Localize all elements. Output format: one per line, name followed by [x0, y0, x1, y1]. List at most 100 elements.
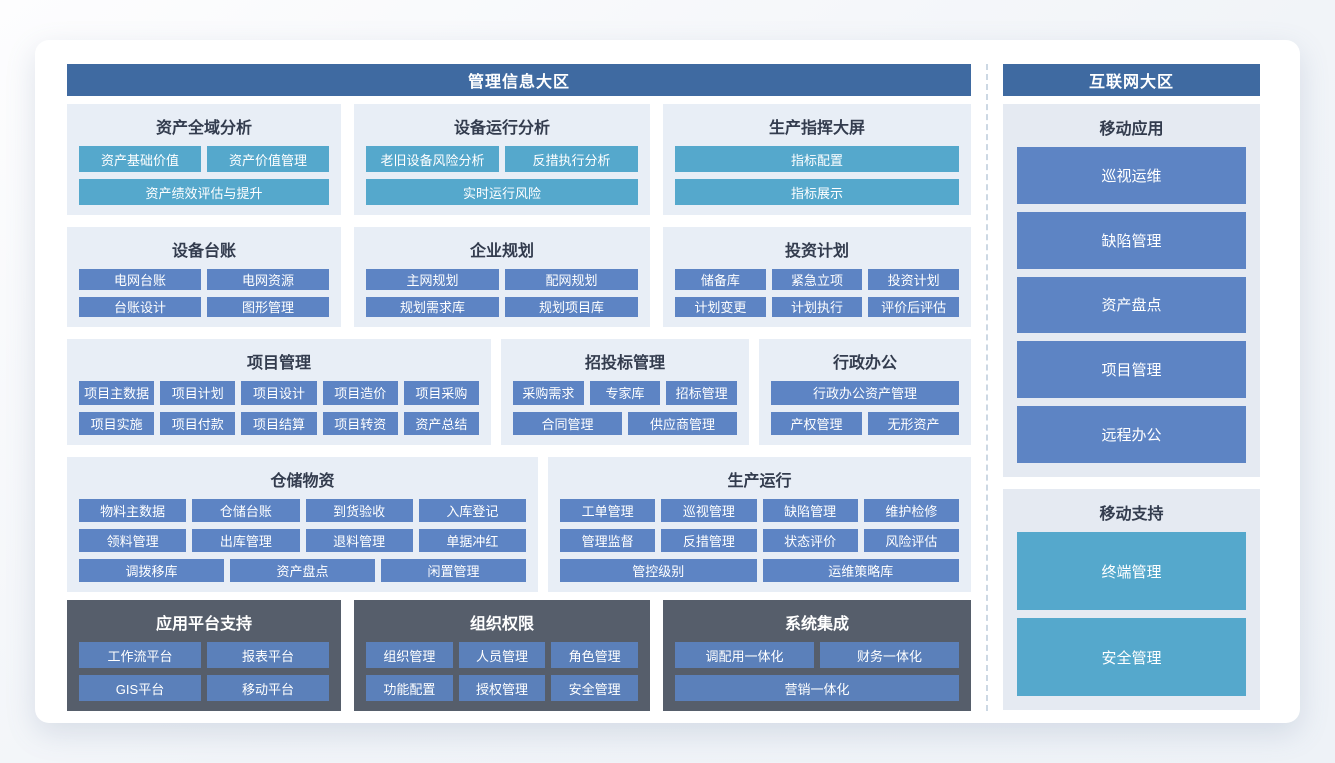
module-button: 项目计划 — [160, 381, 236, 405]
module-button: 安全管理 — [551, 675, 639, 701]
group-mobile-apps: 移动应用 巡视运维 缺陷管理 资产盘点 项目管理 远程办公 — [1003, 104, 1260, 477]
group-title: 项目管理 — [246, 355, 311, 372]
zone-header-management: 管理信息大区 — [67, 64, 971, 96]
module-button: 财务一体化 — [820, 642, 959, 668]
module-button: 项目结算 — [241, 411, 317, 435]
module-button: 项目实施 — [79, 411, 155, 435]
module-button: 反措管理 — [661, 529, 757, 552]
module-button: 指标展示 — [675, 179, 959, 205]
row-analysis: 资产全域分析 资产基础价值 资产价值管理 资产绩效评估与提升 设备运行分析 老旧… — [67, 104, 971, 215]
module-button: 巡视运维 — [1017, 147, 1246, 204]
module-button: 出库管理 — [192, 529, 300, 552]
group-production-operation: 生产运行 工单管理 巡视管理 缺陷管理 维护检修 管理监督 反措管理 状态评价 … — [548, 457, 971, 592]
module-button: 资产盘点 — [230, 559, 375, 582]
module-button: 授权管理 — [458, 675, 546, 701]
group-investment-plan: 投资计划 储备库 紧急立项 投资计划 计划变更 计划执行 评价后评估 — [663, 227, 971, 327]
module-button: 缺陷管理 — [1017, 211, 1246, 269]
button-grid: 储备库 紧急立项 投资计划 计划变更 计划执行 评价后评估 — [675, 269, 960, 317]
group-title: 投资计划 — [784, 243, 849, 260]
module-button: 退料管理 — [305, 529, 413, 552]
group-title: 系统集成 — [784, 616, 849, 633]
module-button: 项目主数据 — [79, 381, 155, 405]
module-button: 远程办公 — [1017, 406, 1246, 463]
zone-management: 管理信息大区 资产全域分析 资产基础价值 资产价值管理 资产绩效评估与提升 设备… — [67, 64, 971, 711]
module-button: 投资计划 — [868, 269, 960, 290]
module-button: 功能配置 — [366, 675, 453, 701]
module-button: 领料管理 — [79, 529, 187, 552]
module-button: 招标管理 — [666, 381, 738, 405]
group-platform-support: 应用平台支持 工作流平台 报表平台 GIS平台 移动平台 — [67, 600, 341, 711]
row-project-bidding: 项目管理 项目主数据 项目计划 项目设计 项目造价 项目采购 项目实施 项目付款… — [67, 339, 971, 445]
module-button: 电网台账 — [79, 269, 201, 290]
module-button: 项目采购 — [403, 381, 480, 405]
button-grid: 项目主数据 项目计划 项目设计 项目造价 项目采购 项目实施 项目付款 项目结算… — [79, 381, 480, 435]
module-button: 图形管理 — [207, 296, 329, 317]
group-production-dashboard: 生产指挥大屏 指标配置 指标展示 — [663, 104, 971, 215]
row-warehouse-production: 仓储物资 物料主数据 仓储台账 到货验收 入库登记 领料管理 出库管理 退料管理… — [67, 457, 971, 592]
module-button: 规划需求库 — [366, 296, 499, 317]
module-button: 计划变更 — [675, 296, 766, 317]
module-button: 主网规划 — [366, 269, 499, 290]
group-title: 招投标管理 — [584, 355, 665, 372]
module-button: 配网规划 — [505, 269, 638, 290]
module-button: 管理监督 — [560, 529, 656, 552]
zone-header-internet: 互联网大区 — [1003, 64, 1260, 96]
module-button: 单据冲红 — [418, 529, 526, 552]
module-button: 规划项目库 — [505, 296, 638, 317]
module-button: 运维策略库 — [762, 559, 959, 582]
module-button: 管控级别 — [560, 559, 757, 582]
group-project-management: 项目管理 项目主数据 项目计划 项目设计 项目造价 项目采购 项目实施 项目付款… — [67, 339, 491, 445]
button-grid: 组织管理 人员管理 角色管理 功能配置 授权管理 安全管理 — [366, 642, 639, 701]
module-button: 项目转资 — [322, 411, 398, 435]
module-button: 供应商管理 — [628, 411, 737, 435]
module-button: 终端管理 — [1017, 532, 1246, 610]
module-button: 电网资源 — [207, 269, 329, 290]
button-grid: 调配用一体化 财务一体化 营销一体化 — [675, 642, 959, 701]
zone-divider — [986, 64, 988, 711]
module-button: 评价后评估 — [868, 296, 960, 317]
module-button: 角色管理 — [551, 642, 639, 668]
module-button: 营销一体化 — [675, 675, 959, 701]
group-admin-office: 行政办公 行政办公资产管理 产权管理 无形资产 — [759, 339, 971, 445]
button-grid: 采购需求 专家库 招标管理 合同管理 供应商管理 — [513, 381, 738, 435]
module-button: 储备库 — [675, 269, 766, 290]
module-button: 合同管理 — [513, 411, 622, 435]
group-title: 组织权限 — [469, 616, 534, 633]
group-title: 生产运行 — [727, 473, 792, 490]
module-button: 报表平台 — [207, 642, 329, 668]
zone-title-management: 管理信息大区 — [467, 74, 570, 91]
module-button: 物料主数据 — [79, 499, 187, 522]
module-button: 组织管理 — [366, 642, 453, 668]
module-button: 巡视管理 — [661, 499, 757, 522]
button-grid: 资产基础价值 资产价值管理 资产绩效评估与提升 — [79, 146, 329, 205]
group-org-permission: 组织权限 组织管理 人员管理 角色管理 功能配置 授权管理 安全管理 — [354, 600, 650, 711]
group-bidding-management: 招投标管理 采购需求 专家库 招标管理 合同管理 供应商管理 — [501, 339, 749, 445]
zone-internet: 互联网大区 移动应用 巡视运维 缺陷管理 资产盘点 项目管理 远程办公 移动支持… — [1003, 64, 1260, 711]
module-button: 资产盘点 — [1017, 276, 1246, 334]
module-button: 调配用一体化 — [675, 642, 814, 668]
module-button: 到货验收 — [305, 499, 413, 522]
module-button: 维护检修 — [863, 499, 959, 522]
group-title: 移动应用 — [1099, 121, 1164, 138]
architecture-card: 管理信息大区 资产全域分析 资产基础价值 资产价值管理 资产绩效评估与提升 设备… — [35, 40, 1300, 723]
module-button: 移动平台 — [207, 675, 329, 701]
module-button: 资产价值管理 — [207, 146, 329, 172]
button-grid: 巡视运维 缺陷管理 资产盘点 项目管理 远程办公 — [1017, 147, 1246, 463]
module-button: 老旧设备风险分析 — [366, 146, 499, 172]
group-asset-analysis: 资产全域分析 资产基础价值 资产价值管理 资产绩效评估与提升 — [67, 104, 341, 215]
group-title: 设备台账 — [171, 243, 236, 260]
group-mobile-support: 移动支持 终端管理 安全管理 — [1003, 489, 1260, 710]
group-title: 设备运行分析 — [453, 120, 550, 137]
module-button: 缺陷管理 — [762, 499, 858, 522]
module-button: 无形资产 — [868, 411, 959, 435]
button-grid: 电网台账 电网资源 台账设计 图形管理 — [79, 269, 329, 317]
group-title: 企业规划 — [469, 243, 534, 260]
module-button: 入库登记 — [418, 499, 526, 522]
module-button: 反措执行分析 — [505, 146, 638, 172]
module-button: 紧急立项 — [771, 269, 863, 290]
module-button: 计划执行 — [771, 296, 863, 317]
module-button: GIS平台 — [79, 675, 201, 701]
module-button: 指标配置 — [675, 146, 959, 172]
module-button: 人员管理 — [458, 642, 546, 668]
group-title: 应用平台支持 — [155, 616, 252, 633]
